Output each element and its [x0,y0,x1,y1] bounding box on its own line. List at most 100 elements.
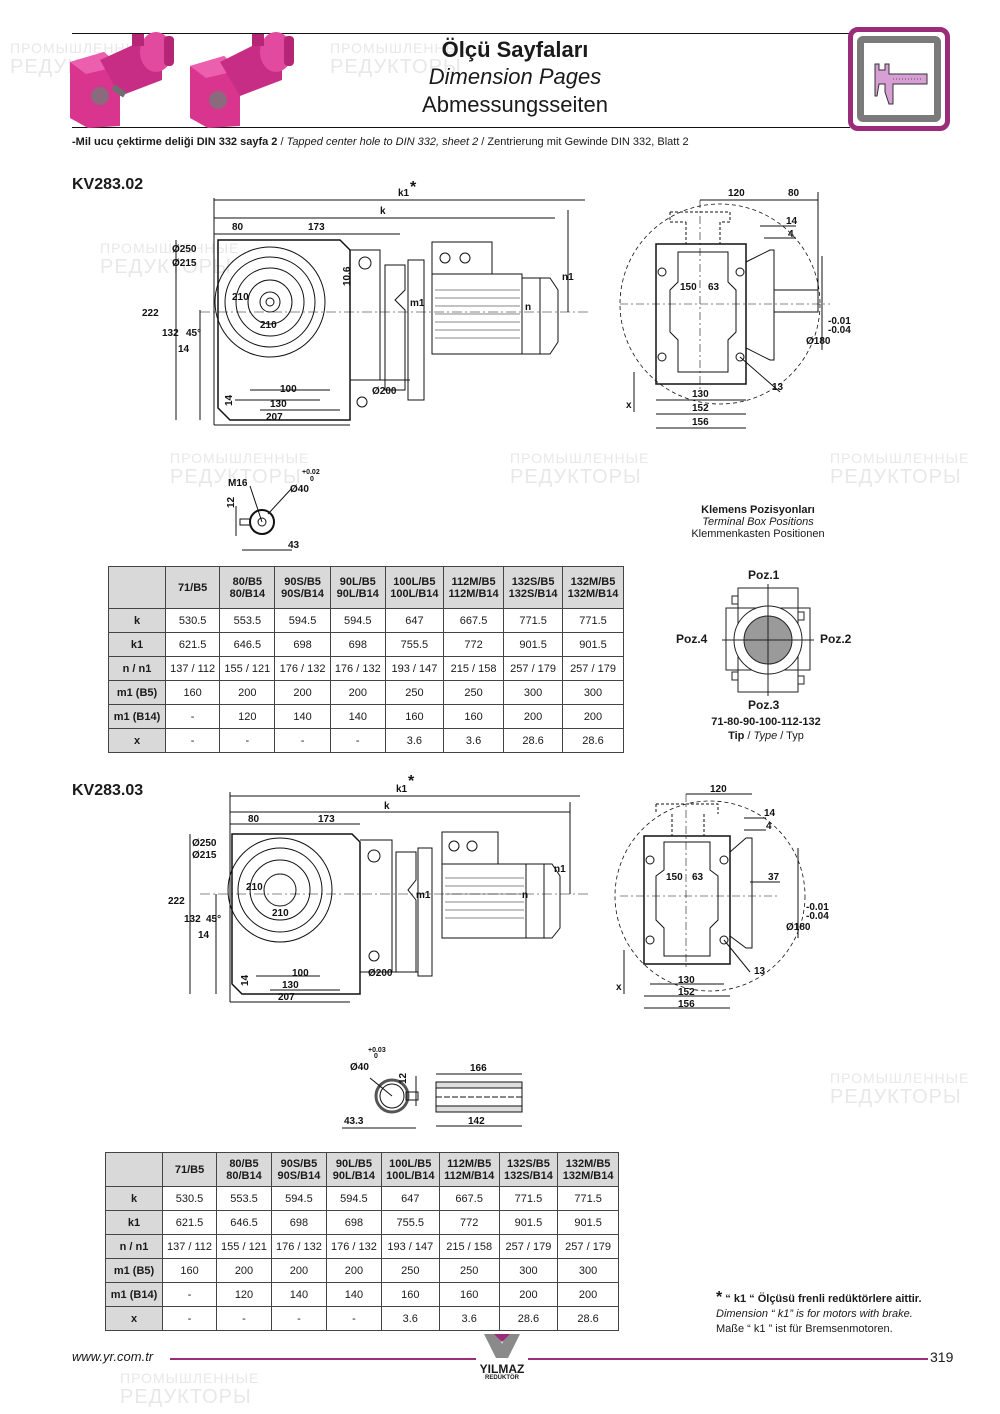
page-title-tr: Ölçü Sayfaları [441,37,589,62]
svg-text:63: 63 [708,282,720,293]
svg-text:14: 14 [240,974,251,986]
svg-text:43.3: 43.3 [344,1116,364,1127]
table-row: m1 (B5) 160 200 200 200 250 250 300 300 [108,680,624,705]
motor-sizes: 71-80-90-100-112-132 [711,716,821,728]
table-row: x - - - - 3.6 3.6 28.6 28.6 [105,1306,619,1331]
svg-text:*: * [410,180,417,196]
svg-text:-0.04: -0.04 [806,911,829,922]
svg-text:156: 156 [692,417,709,428]
svg-text:130: 130 [692,389,709,400]
watermark: ПРОМЫШЛЕННЫЕ РЕДУКТОРЫ [120,1370,260,1408]
svg-text:m1: m1 [416,890,431,901]
svg-text:14: 14 [224,394,235,406]
svg-text:n1: n1 [562,272,574,283]
svg-text:45°: 45° [186,328,201,339]
svg-text:120: 120 [710,784,727,795]
svg-text:14: 14 [198,930,210,941]
svg-text:43: 43 [288,540,300,551]
svg-text:Ø200: Ø200 [368,968,393,979]
svg-text:150: 150 [666,872,683,883]
brand-logo-icon [484,1334,520,1358]
svg-text:k: k [384,801,390,812]
header-bottom-rule [72,127,850,128]
svg-text:Ø215: Ø215 [192,850,217,861]
front-view-drawing-kv283-02: k1 * k 80 173 Ø250 Ø215 222 132 45° 14 2… [142,180,590,426]
svg-text:n: n [525,302,531,313]
watermark: ПРОМЫШЛЕННЫЕ РЕДУКТОРЫ [830,1070,970,1108]
svg-text:n: n [522,890,528,901]
footer-url-link[interactable]: www.yr.com.tr [72,1349,154,1364]
side-view-drawing-kv283-03: 120 14 4 37 150 63 -0.01 -0.04 Ø180 13 x… [614,784,829,1010]
svg-text:Ø200: Ø200 [372,386,397,397]
svg-text:166: 166 [470,1063,487,1074]
page-number: 319 [930,1349,954,1365]
page-title-block: Ölçü Sayfaları Dimension Pages Abmessung… [380,36,650,119]
watermark: ПРОМЫШЛЕННЫЕ РЕДУКТОРЫ [510,450,650,488]
table-row: k 530.5 553.5 594.5 594.5 647 667.5 771.… [105,1186,619,1211]
svg-text:Ø180: Ø180 [786,922,811,933]
section-title-kv283-02: KV283.02 [72,176,144,193]
svg-text:M16: M16 [228,478,248,489]
svg-text:x: x [626,400,632,411]
svg-text:14: 14 [786,216,798,227]
svg-text:63: 63 [692,872,704,883]
svg-text:120: 120 [728,188,745,199]
svg-text:Ø250: Ø250 [172,244,197,255]
svg-text:80: 80 [232,222,244,233]
svg-text:*: * [408,773,415,790]
page-title-de: Abmessungsseiten [422,92,608,117]
type-label: Tip / Type / Typ [728,730,804,742]
terminal-box-diagram: Poz.1 Poz.2 Poz.3 Poz.4 71-80-90-100-112… [676,568,856,748]
svg-text:Ø180: Ø180 [806,336,831,347]
table-row: m1 (B5) 160 200 200 200 250 250 300 300 [105,1258,619,1283]
svg-text:45°: 45° [206,914,221,925]
svg-text:80: 80 [788,188,800,199]
svg-text:+0.02: +0.02 [302,469,320,476]
footer-rule-left [170,1358,476,1360]
svg-text:k1: k1 [396,784,408,795]
svg-text:0: 0 [374,1053,378,1060]
svg-text:152: 152 [692,403,709,414]
svg-text:210: 210 [232,292,249,303]
svg-text:173: 173 [308,222,325,233]
svg-text:14: 14 [764,808,776,819]
svg-text:152: 152 [678,987,695,998]
table-row: m1 (B14) - 120 140 140 160 160 200 200 [105,1282,619,1307]
table-row: k 530.5 553.5 594.5 594.5 647 667.5 771.… [108,608,624,633]
svg-text:k: k [380,206,386,217]
svg-text:80: 80 [248,814,260,825]
svg-text:Ø40: Ø40 [290,484,309,495]
table-header: 71/B5 [161,1152,218,1187]
center-hole-note: -Mil ucu çektirme deliği DIN 332 sayfa 2… [72,136,689,148]
svg-text:130: 130 [270,399,287,410]
svg-text:156: 156 [678,999,695,1010]
svg-text:142: 142 [468,1116,485,1127]
svg-text:210: 210 [272,908,289,919]
front-view-drawing-kv283-03: k1 * k 80 173 Ø250 Ø215 222 132 45° 14 2… [168,773,590,1003]
k1-footnote: * “ k1 “ Ölçüsü frenli redüktörlere aitt… [716,1289,922,1336]
hollow-shaft-detail-kv283-03: +0.03 0 Ø40 12 43.3 166 142 [342,1047,523,1129]
motor-end-view-icon [722,584,814,696]
svg-text:n1: n1 [554,864,566,875]
svg-text:150: 150 [680,282,697,293]
svg-text:173: 173 [318,814,335,825]
gearmotor-product-image [190,32,294,128]
svg-text:132: 132 [184,914,201,925]
svg-text:-0.01: -0.01 [828,316,851,327]
svg-text:+0.03: +0.03 [368,1047,386,1054]
